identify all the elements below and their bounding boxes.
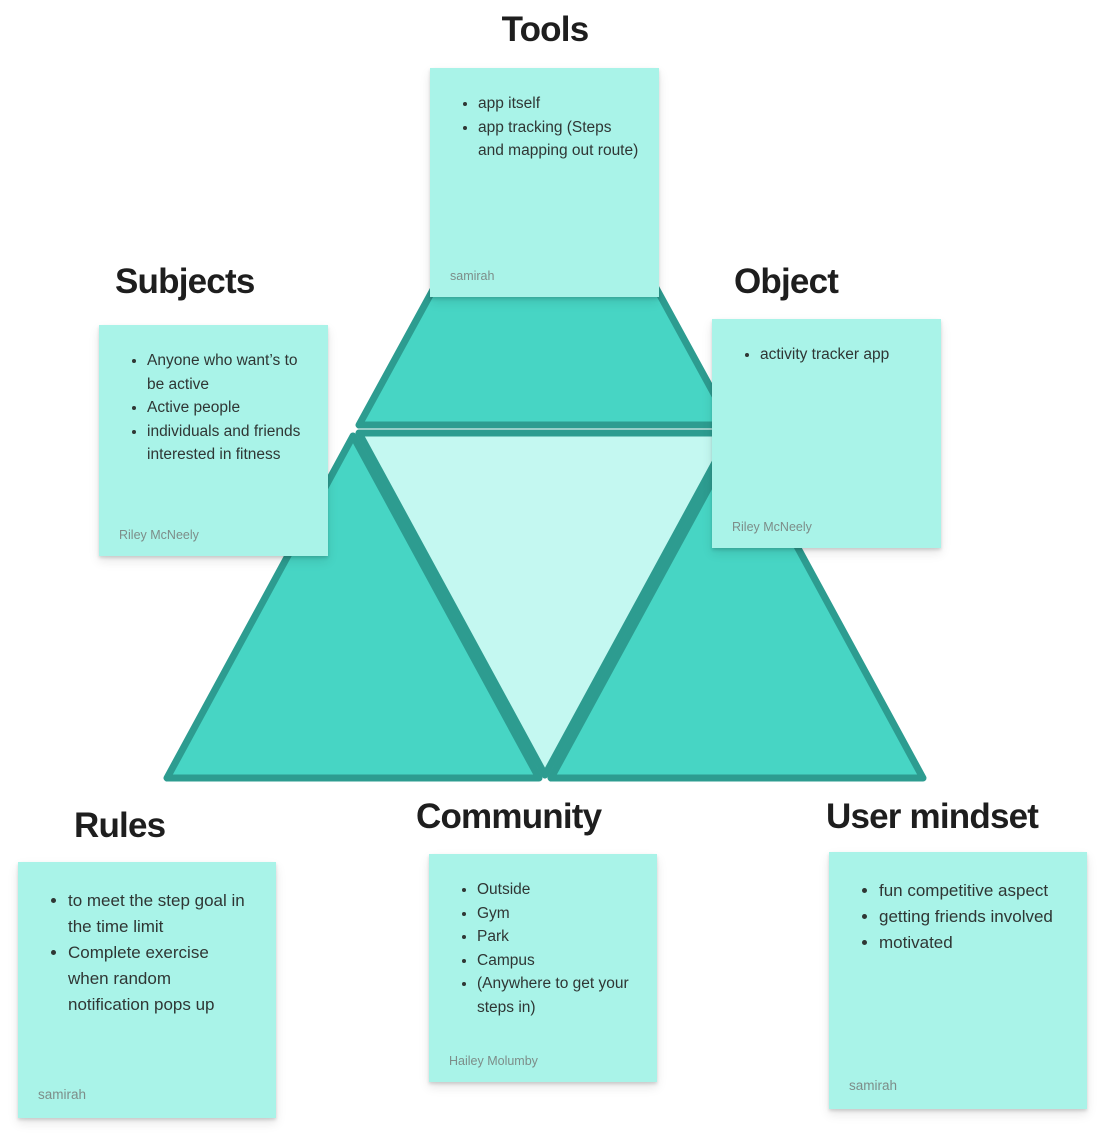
note-author: samirah xyxy=(450,269,495,283)
bullet-item: app tracking (Steps and mapping out rout… xyxy=(478,116,647,163)
triangle-center-section[interactable] xyxy=(355,429,735,779)
section-title-tools: Tools xyxy=(501,10,590,49)
bullet-item: Park xyxy=(477,925,645,949)
bullet-item: Complete exercise when random notificati… xyxy=(68,940,264,1018)
bullet-item: Gym xyxy=(477,902,645,926)
note-bullets: fun competitive aspect getting friends i… xyxy=(829,852,1087,956)
bullet-item: motivated xyxy=(879,930,1075,956)
section-title-subjects: Subjects xyxy=(115,262,255,301)
note-author: samirah xyxy=(38,1087,87,1102)
section-title-object: Object xyxy=(734,262,839,301)
bullet-item: Outside xyxy=(477,878,645,902)
note-author: Hailey Molumby xyxy=(449,1054,538,1068)
note-bullets: Anyone who want’s to be active Active pe… xyxy=(99,325,328,467)
note-author: Riley McNeely xyxy=(119,528,199,542)
bullet-item: individuals and friends interested in fi… xyxy=(147,420,316,467)
sticky-note-tools[interactable]: app itself app tracking (Steps and mappi… xyxy=(430,68,659,297)
sticky-note-community[interactable]: Outside Gym Park Campus (Anywhere to get… xyxy=(429,854,657,1082)
bullet-item: Active people xyxy=(147,396,316,420)
bullet-item: activity tracker app xyxy=(760,343,929,367)
note-bullets: Outside Gym Park Campus (Anywhere to get… xyxy=(429,854,657,1019)
section-title-user-mindset: User mindset xyxy=(826,797,1039,836)
sticky-note-rules[interactable]: to meet the step goal in the time limit … xyxy=(18,862,276,1118)
note-bullets: to meet the step goal in the time limit … xyxy=(18,862,276,1018)
sticky-note-object[interactable]: activity tracker app Riley McNeely xyxy=(712,319,941,548)
triangle-right-section[interactable] xyxy=(547,432,927,782)
note-author: samirah xyxy=(849,1078,898,1093)
bullet-item: getting friends involved xyxy=(879,904,1075,930)
note-bullets: app itself app tracking (Steps and mappi… xyxy=(430,68,659,163)
section-title-rules: Rules xyxy=(74,806,166,845)
bullet-item: app itself xyxy=(478,92,647,116)
note-author: Riley McNeely xyxy=(732,520,812,534)
bullet-item: Anyone who want’s to be active xyxy=(147,349,316,396)
sticky-note-subjects[interactable]: Anyone who want’s to be active Active pe… xyxy=(99,325,328,556)
bullet-item: fun competitive aspect xyxy=(879,878,1075,904)
bullet-item: (Anywhere to get your steps in) xyxy=(477,972,645,1019)
section-title-community: Community xyxy=(416,797,602,836)
sticky-note-user-mindset[interactable]: fun competitive aspect getting friends i… xyxy=(829,852,1087,1109)
bullet-item: Campus xyxy=(477,949,645,973)
bullet-item: to meet the step goal in the time limit xyxy=(68,888,264,940)
note-bullets: activity tracker app xyxy=(712,319,941,367)
triangle-left-section[interactable] xyxy=(163,432,543,782)
